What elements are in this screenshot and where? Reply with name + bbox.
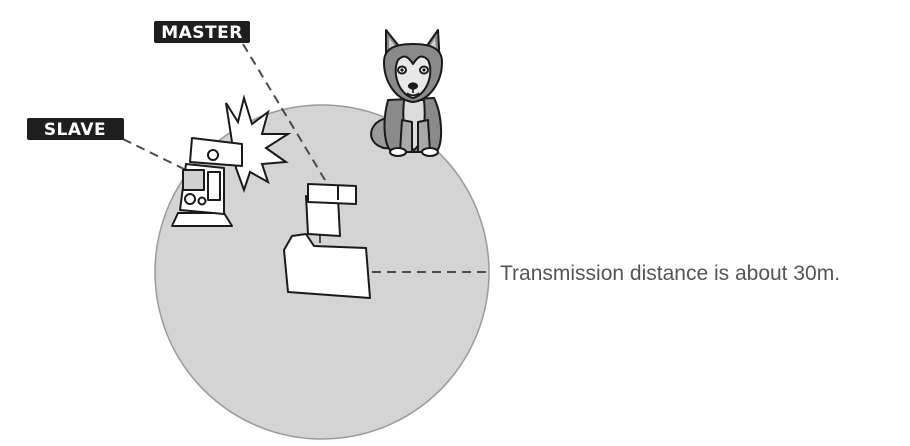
master-tag-label: MASTER bbox=[161, 23, 243, 43]
slave-leader-line bbox=[122, 138, 191, 173]
camera-with-flash-icon bbox=[283, 183, 371, 299]
flash-burst-icon bbox=[225, 94, 292, 194]
speedlite-flash-icon bbox=[171, 137, 243, 227]
transmission-distance-caption: Transmission distance is about 30m. bbox=[500, 262, 840, 285]
master-tag-background bbox=[154, 21, 250, 43]
master-tag: MASTER bbox=[154, 21, 250, 43]
dog-icon bbox=[370, 29, 443, 157]
master-leader-line bbox=[242, 43, 326, 181]
slave-tag-label: SLAVE bbox=[44, 120, 106, 140]
slave-tag: SLAVE bbox=[27, 118, 124, 140]
slave-tag-background bbox=[27, 118, 124, 140]
